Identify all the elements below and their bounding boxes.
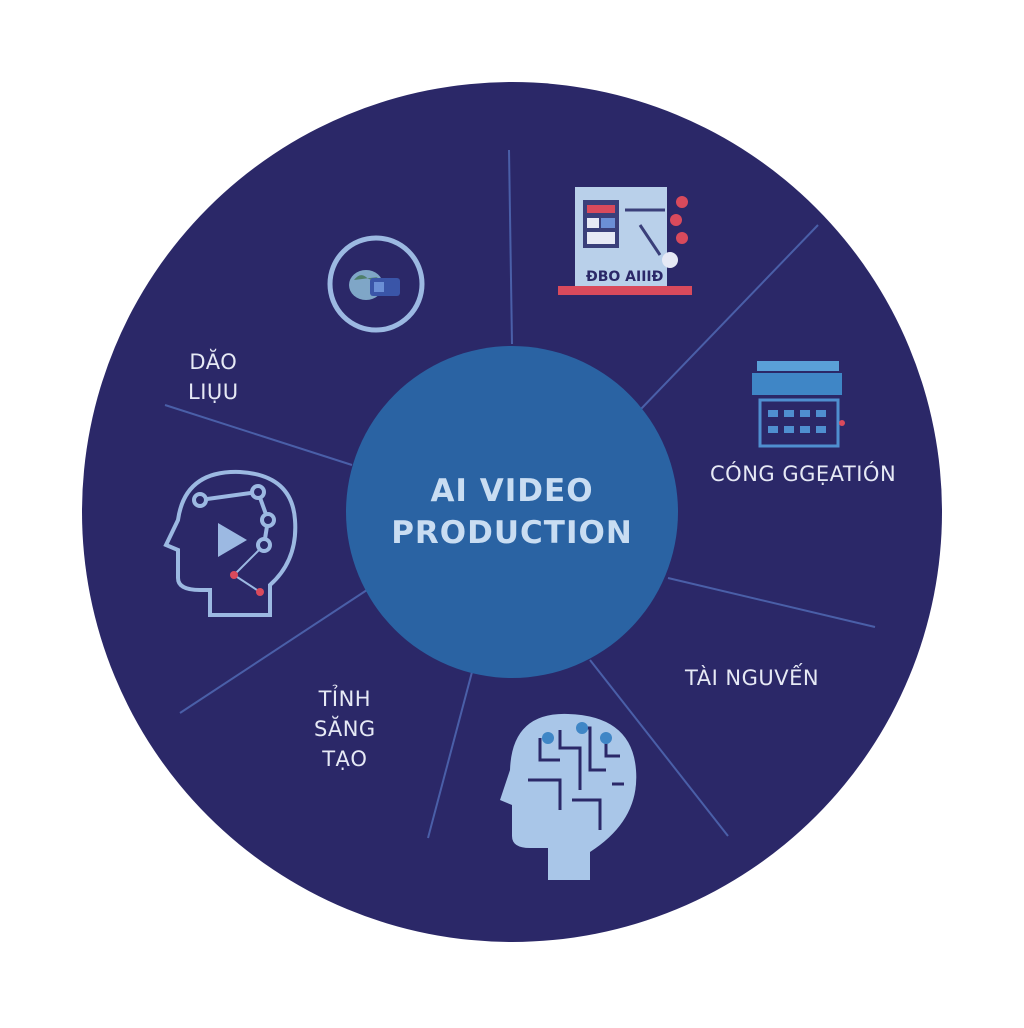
studio-sign-text: ĐBO AIIIĐ bbox=[586, 269, 664, 285]
label-creativity: TỈNH SĂNG TẠO bbox=[314, 684, 376, 774]
divider-bottom-left bbox=[427, 671, 473, 839]
divider-bottom-right bbox=[589, 659, 729, 837]
dividers bbox=[164, 149, 876, 839]
label-resources: TÀI NGUVẾN bbox=[685, 663, 819, 693]
brain-play-icon bbox=[163, 469, 298, 617]
center-title-line2: PRODUCTION bbox=[391, 515, 633, 551]
label-generation: CÓNG GGẸATIÓN bbox=[710, 459, 896, 489]
label-creativity-line2: SĂNG bbox=[314, 717, 376, 741]
label-data-line2: LIỤU bbox=[188, 380, 239, 404]
center-title: AI VIDEO PRODUCTION bbox=[352, 470, 672, 554]
label-creativity-line1: TỈNH bbox=[318, 687, 372, 711]
label-data: DĂO LIỤU bbox=[188, 347, 239, 407]
center-title-line1: AI VIDEO bbox=[430, 473, 594, 509]
globe-icon bbox=[327, 235, 425, 333]
label-creativity-line3: TẠO bbox=[322, 747, 368, 771]
label-data-line1: DĂO bbox=[189, 350, 238, 374]
divider-top bbox=[508, 149, 513, 345]
video-studio-icon: ĐBO AIIIĐ bbox=[558, 187, 692, 295]
divider-lower-right bbox=[667, 577, 876, 628]
server-rack-icon bbox=[752, 361, 845, 448]
label-generation-line1: CÓNG GGẸATIÓN bbox=[710, 462, 897, 486]
center-circle bbox=[346, 346, 678, 678]
circuit-head-icon bbox=[500, 713, 637, 880]
divider-upper-right bbox=[639, 224, 819, 411]
divider-upper-left bbox=[164, 404, 353, 466]
label-resources-line1: TÀI NGUVẾN bbox=[685, 666, 820, 690]
divider-lower-left bbox=[179, 587, 371, 714]
